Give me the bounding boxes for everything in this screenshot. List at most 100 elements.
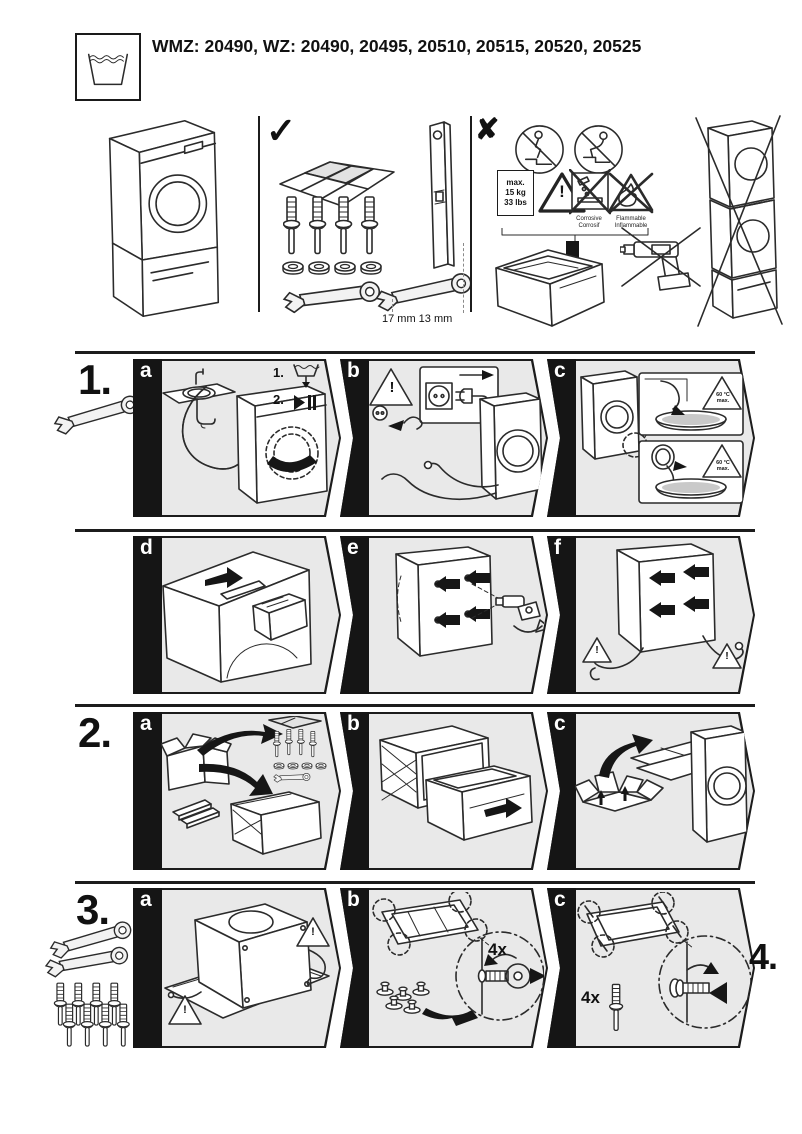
max-load-line: 33 lbs xyxy=(504,198,527,207)
panel-1e: e xyxy=(340,536,548,694)
divider-line xyxy=(470,116,472,312)
wash-tub-badge xyxy=(75,33,141,101)
flange-nut-icon xyxy=(360,261,382,275)
flange-nut-icon xyxy=(308,261,330,275)
max-load-badge: max. 15 kg 33 lbs xyxy=(497,170,534,216)
spacer-bar-icon xyxy=(429,121,455,269)
panel-letter: b xyxy=(347,712,360,735)
panel-1d: d xyxy=(133,536,341,694)
wrench-size-label: 17 mm 13 mm xyxy=(382,313,453,325)
flange-nut-icon xyxy=(334,261,356,275)
panel-label-bar: f xyxy=(547,536,576,694)
panel-label-bar: e xyxy=(340,536,369,694)
bolt-icon xyxy=(361,196,379,255)
panel-1c: c 60 °C max. 60 °C max. xyxy=(547,359,755,517)
quantity-label: 4x xyxy=(581,988,600,1007)
substep-1-label: 1. xyxy=(273,365,284,380)
unplug-power-illustration xyxy=(368,363,544,513)
pedestal-unboxing-illustration xyxy=(161,716,337,866)
drain-hose-to-sink-illustration xyxy=(161,363,337,513)
panel-label-bar: a xyxy=(133,712,162,870)
no-power-drill-icon xyxy=(620,227,701,291)
panel-2c: c xyxy=(547,712,755,870)
no-flammable-icon xyxy=(608,172,654,214)
panel-letter: a xyxy=(140,359,152,382)
panel-letter: c xyxy=(554,712,566,735)
panel-label-bar: b xyxy=(340,712,369,870)
no-stacking-illustration xyxy=(695,115,783,327)
bolt-icon xyxy=(309,196,327,255)
max-load-line: max. xyxy=(506,178,525,187)
cardboard-under-machine-illustration xyxy=(575,716,751,866)
panel-letter: b xyxy=(347,888,360,911)
no-standing-on-drawer-icon xyxy=(515,125,564,174)
panel-label-bar: a xyxy=(133,888,162,1048)
wash-tub-icon xyxy=(87,53,129,86)
drawer-out-of-pedestal-illustration xyxy=(368,716,544,866)
section-divider xyxy=(75,704,755,707)
bolt-icon xyxy=(283,196,301,255)
panel-letter: b xyxy=(347,359,360,382)
washer-on-pedestal-illustration xyxy=(108,119,220,318)
temp-max-label: 60 °C max. xyxy=(716,392,730,405)
empty-drain-hose-illustration xyxy=(575,363,751,513)
panel-label-bar: c xyxy=(547,712,576,870)
exclamation-mark: ! xyxy=(559,182,565,201)
panel-letter: f xyxy=(554,536,561,559)
panel-1b: b ! xyxy=(340,359,548,517)
bolt-icon xyxy=(609,982,624,1034)
panel-letter: a xyxy=(140,888,152,911)
panel-label-bar: d xyxy=(133,536,162,694)
drilling-template-icon xyxy=(279,161,395,207)
panel-3b: b 4x xyxy=(340,888,548,1048)
panel-letter: c xyxy=(554,888,566,911)
panel-label-bar: c xyxy=(547,888,576,1048)
exclamation-mark: ! xyxy=(389,379,395,396)
panel-letter: e xyxy=(347,536,359,559)
section-divider xyxy=(75,351,755,354)
panel-label-bar: c xyxy=(547,359,576,517)
hose-release-illustration xyxy=(575,540,751,690)
step-1-number: 1. xyxy=(78,356,112,403)
remove-feet-illustration xyxy=(368,892,544,1042)
check-icon: ✓ xyxy=(266,110,297,151)
flammable-label: Flammable Inflammable xyxy=(614,216,648,229)
section-divider xyxy=(75,881,755,884)
max-load-line: 15 kg xyxy=(505,188,526,197)
detergent-drawer-illustration xyxy=(161,540,337,690)
no-corrosive-icon xyxy=(569,169,611,215)
panel-letter: a xyxy=(140,712,152,735)
flange-nut-icon xyxy=(282,261,304,275)
panel-letter: c xyxy=(554,359,566,382)
transport-bolt-removal-illustration xyxy=(368,540,544,690)
bolt-set-icon xyxy=(53,982,130,1047)
temp-max-label: 60 °C max. xyxy=(716,460,730,473)
step-2-number: 2. xyxy=(78,709,112,756)
panel-3c: c 4x xyxy=(547,888,755,1048)
bolt-icon xyxy=(335,196,353,255)
panel-label-bar: b xyxy=(340,359,369,517)
panel-2a: a xyxy=(133,712,341,870)
divider-line xyxy=(258,116,260,312)
panel-2b: b xyxy=(340,712,548,870)
exclamation-mark: ! xyxy=(595,644,599,656)
install-pedestal-bolts-illustration xyxy=(575,892,751,1042)
size-leader-line xyxy=(392,299,393,312)
model-title: WMZ: 20490, WZ: 20490, 20495, 20510, 205… xyxy=(152,36,642,56)
cross-icon: ✘ xyxy=(475,114,500,146)
substep-2-label: 2. xyxy=(273,392,284,407)
wrench-icon xyxy=(282,280,382,314)
corrosive-label: Corrosive Corrosif xyxy=(576,216,602,229)
panel-letter: d xyxy=(140,536,153,559)
pedestal-on-cardboard-illustration xyxy=(161,892,337,1042)
section-divider xyxy=(75,529,755,532)
water-off-icon xyxy=(291,362,321,388)
panel-1a: a 1. 2. xyxy=(133,359,341,517)
size-leader-line xyxy=(463,243,464,313)
step-3-number: 3. xyxy=(76,886,110,933)
quantity-label: 4x xyxy=(488,940,507,959)
exclamation-mark: ! xyxy=(311,926,315,938)
panel-3a: a ! ! xyxy=(133,888,341,1048)
start-pause-icon xyxy=(293,394,317,411)
